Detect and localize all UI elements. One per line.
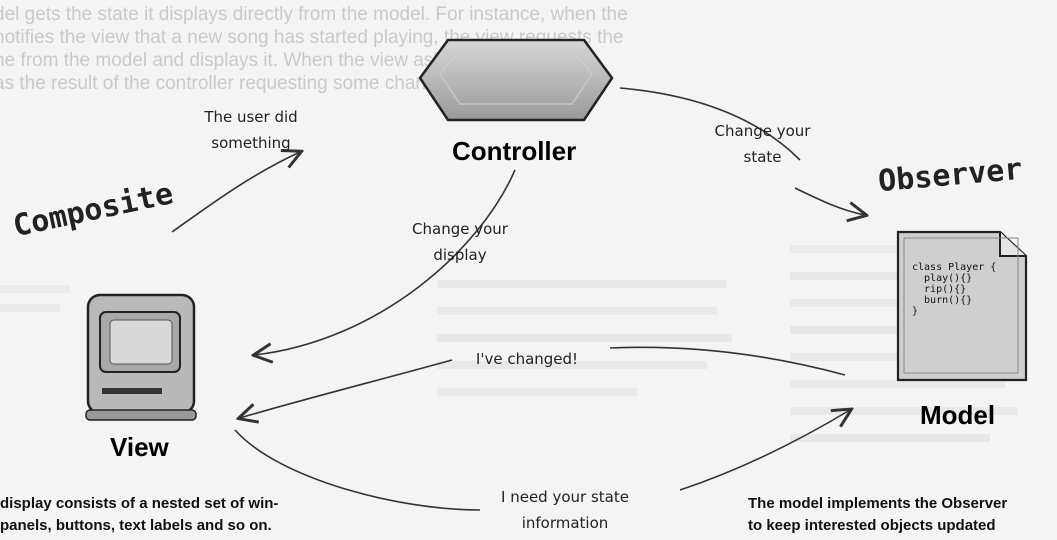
- arrow-label-ive-changed: I've changed!: [475, 350, 579, 368]
- arrow-ive-changed-left: [240, 359, 453, 418]
- arrow-change-state-top: [619, 87, 801, 161]
- view-caption: display consists of a nested set of win-…: [0, 495, 279, 534]
- arrow-need-state-left: [234, 429, 481, 511]
- background-text-line: as the result of the controller requesti…: [0, 73, 547, 94]
- arrow-label-user-did: The user did something: [204, 108, 298, 152]
- arrow-change-display: [255, 169, 516, 355]
- controller-shape: [418, 38, 614, 122]
- ghost-text-block: [0, 285, 80, 312]
- document-shape: [896, 230, 1028, 382]
- arrow-label-change-display: Change your display: [412, 220, 508, 264]
- arrow-ive-changed-right: [609, 346, 846, 376]
- model-code: class Player { play(){} rip(){} burn(){}…: [912, 262, 997, 317]
- computer-shape: [85, 293, 197, 421]
- model-caption: The model implements the Observer to kee…: [748, 495, 1008, 534]
- background-text-line: del gets the state it displays directly …: [0, 4, 628, 25]
- arrow-need-state-right: [679, 410, 850, 491]
- arrow-change-state-bottom: [794, 187, 865, 215]
- arrow-label-change-state: Change your state: [714, 122, 811, 166]
- arrow-user-did: [171, 152, 300, 233]
- controller-label: Controller: [452, 136, 577, 166]
- view-label: View: [110, 432, 169, 462]
- model-label: Model: [920, 400, 996, 430]
- ghost-text-block: [437, 280, 737, 406]
- arrow-label-need-state: I need your state information: [501, 488, 629, 532]
- background-text-line: ne from the model and displays it. When …: [0, 50, 569, 71]
